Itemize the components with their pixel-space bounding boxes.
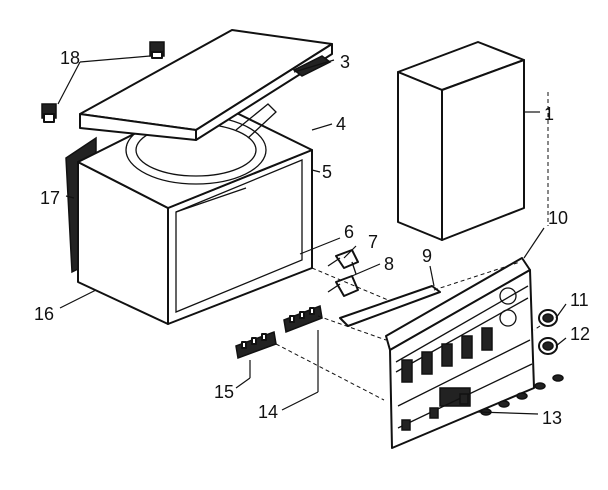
label-part-9: 9 [422, 246, 432, 266]
part-18-hinges [41, 41, 165, 123]
label-part-1: 1 [544, 104, 554, 124]
part-9-trim-strip [339, 285, 441, 327]
assembly-lines [275, 92, 549, 401]
label-part-10: 10 [548, 208, 568, 228]
part-labels: 1 3 4 5 6 7 8 9 10 11 12 13 14 15 16 17 … [34, 48, 590, 428]
part-14-switch-block [283, 304, 323, 334]
part-8-clip [327, 275, 359, 297]
leader-lines [57, 55, 567, 415]
label-part-17: 17 [40, 188, 60, 208]
part-11-knob [538, 309, 558, 327]
label-part-12: 12 [570, 324, 590, 344]
label-part-5: 5 [322, 162, 332, 182]
label-part-16: 16 [34, 304, 54, 324]
part-7-clip [327, 249, 359, 275]
label-part-8: 8 [384, 254, 394, 274]
label-part-13: 13 [542, 408, 562, 428]
label-part-6: 6 [344, 222, 354, 242]
part-12-knob [538, 337, 558, 355]
part-10-front-panel [385, 257, 535, 449]
label-part-4: 4 [336, 114, 346, 134]
label-part-15: 15 [214, 382, 234, 402]
part-3-lid [79, 29, 333, 141]
label-part-7: 7 [368, 232, 378, 252]
part-15-switch-block [235, 330, 277, 360]
label-part-18: 18 [60, 48, 80, 68]
label-part-11: 11 [570, 290, 589, 310]
label-part-3: 3 [340, 52, 350, 72]
part-1-speaker-box [397, 41, 525, 241]
label-part-14: 14 [258, 402, 278, 422]
